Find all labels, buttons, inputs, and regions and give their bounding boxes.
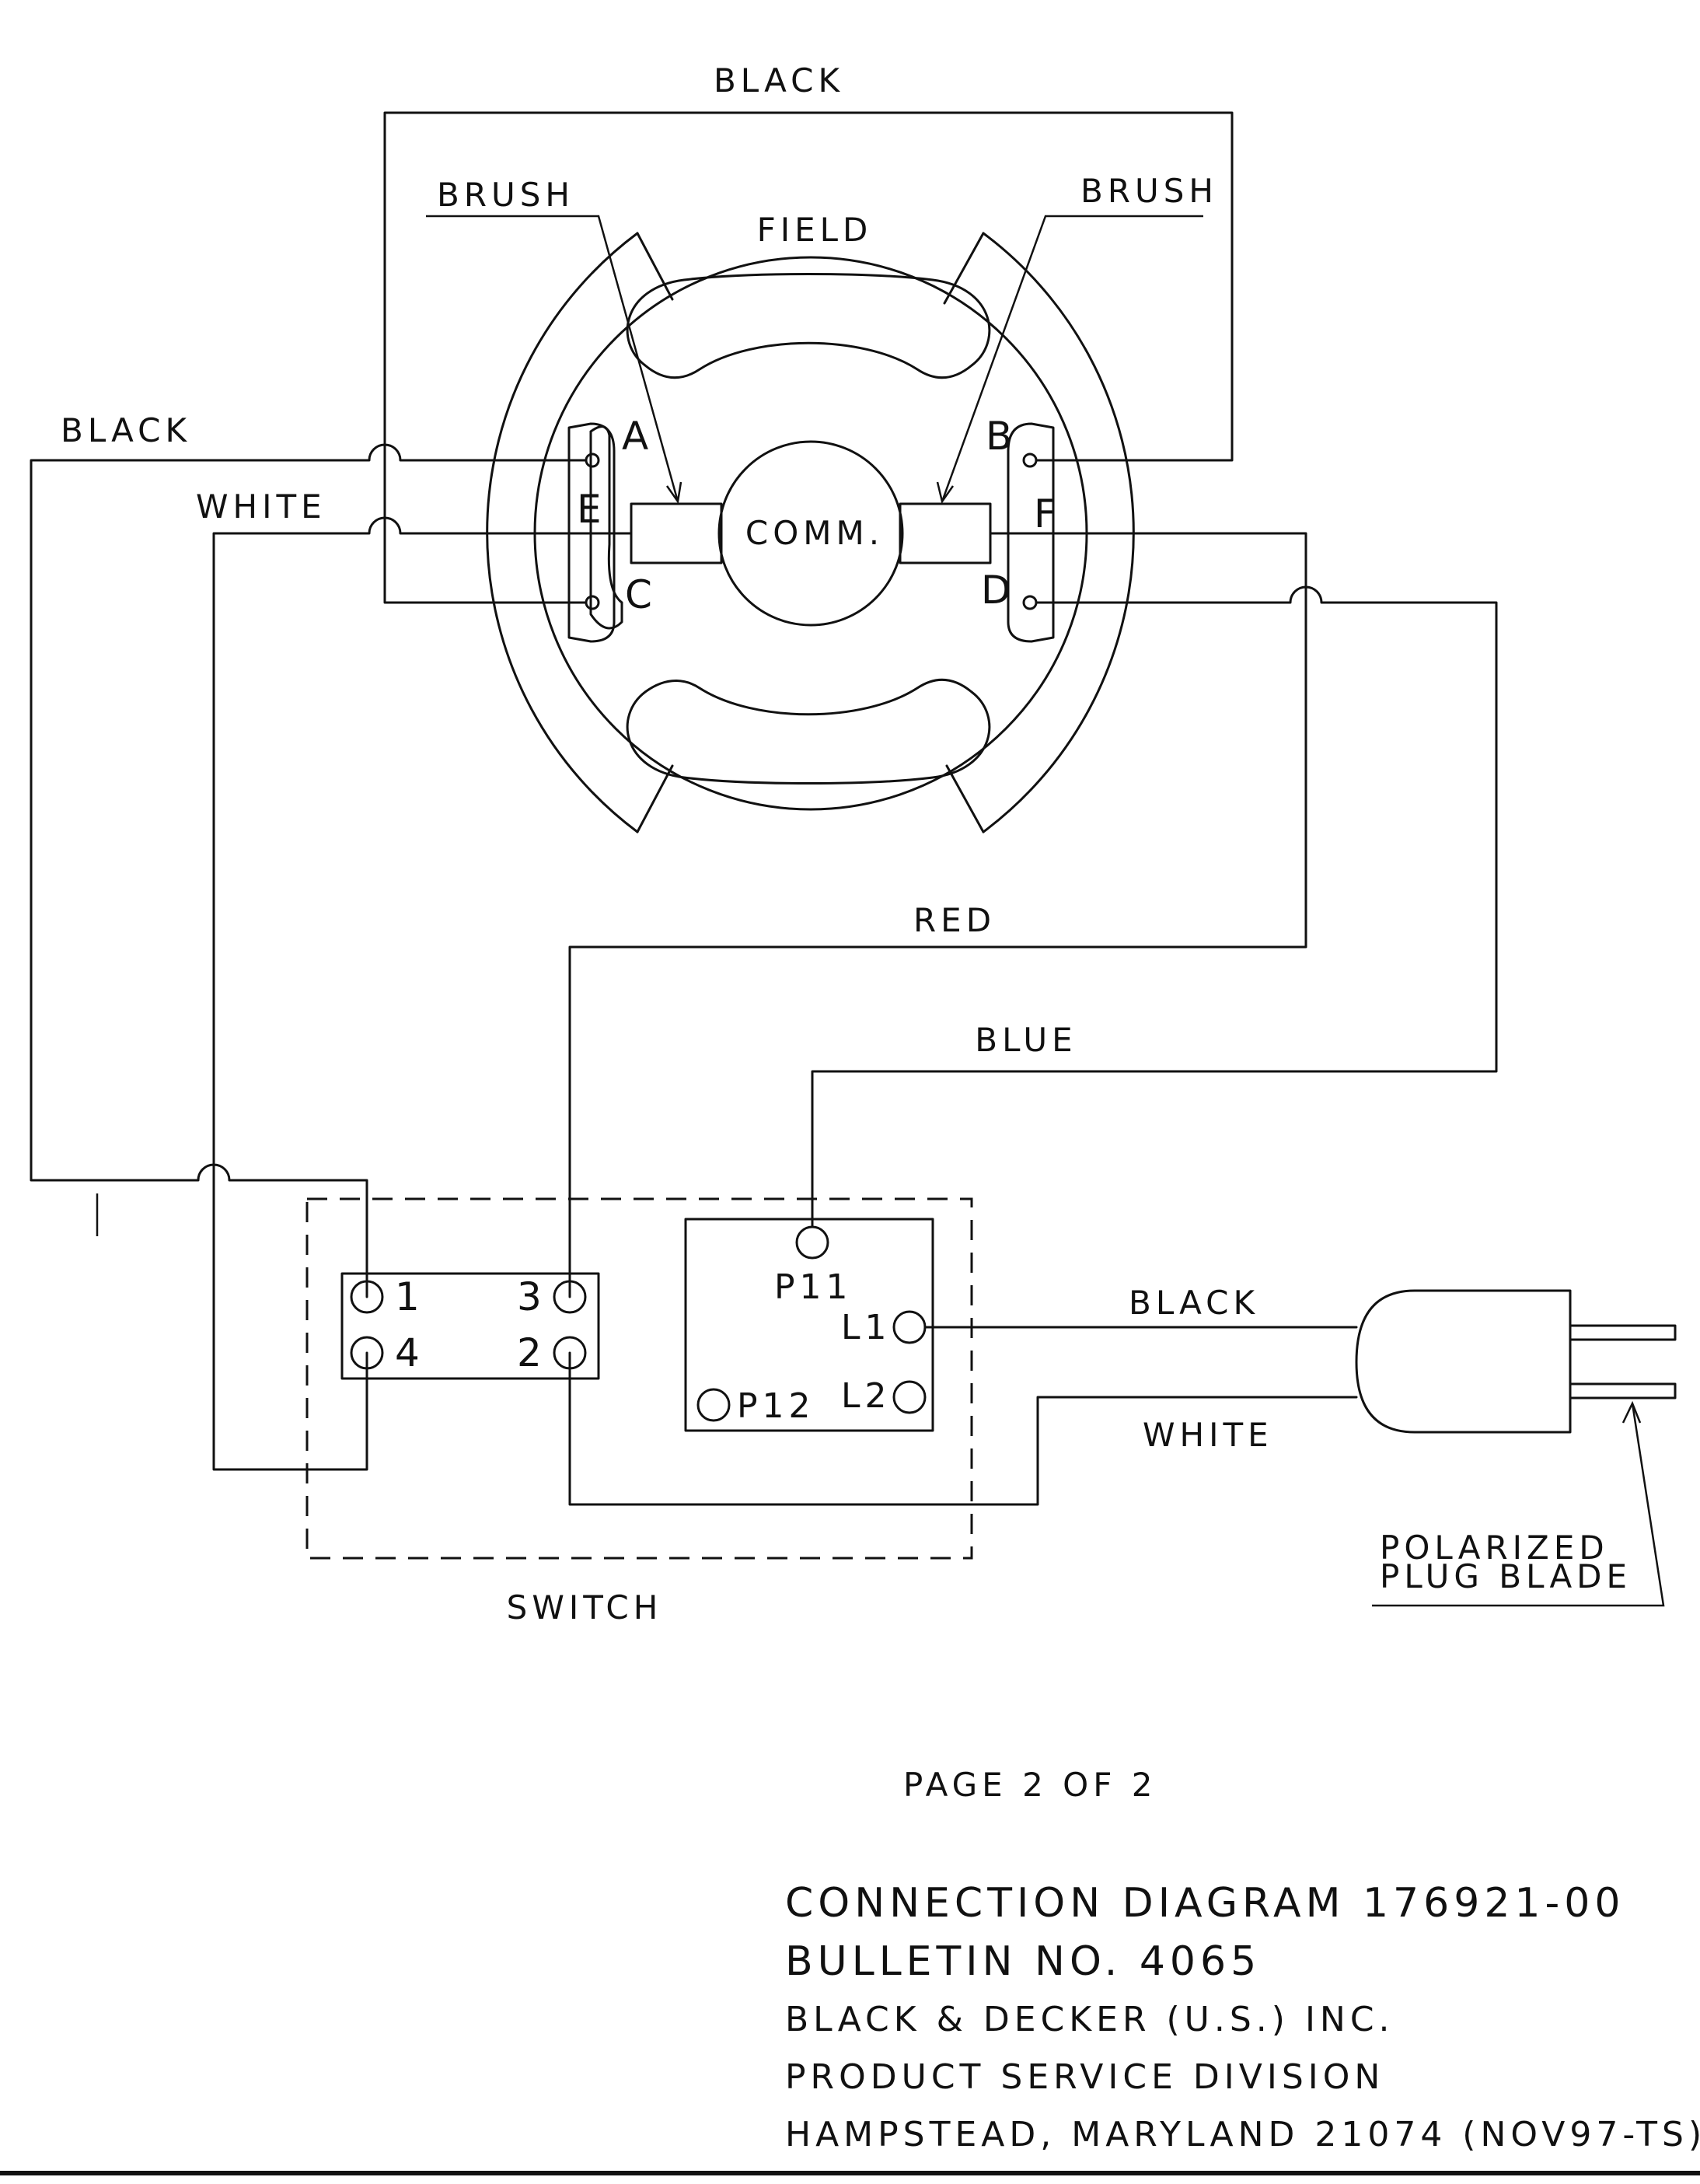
control-module xyxy=(684,1218,934,1432)
label-brush-right: BRUSH xyxy=(1080,172,1218,210)
label-switch: SWITCH xyxy=(507,1588,663,1627)
field-coil-top xyxy=(626,273,991,379)
terminal-l2 xyxy=(892,1380,927,1414)
label-term-d: D xyxy=(981,568,1016,613)
terminal-l2-label: L2 xyxy=(841,1376,892,1416)
label-field: FIELD xyxy=(757,211,873,249)
title-line-2: BULLETIN NO. 4065 xyxy=(785,1938,1261,1985)
label-black-left: BLACK xyxy=(61,411,191,449)
switch-terminal-4-label: 4 xyxy=(395,1330,424,1375)
switch-terminal-3 xyxy=(553,1280,587,1314)
terminal-l1-label: L1 xyxy=(841,1308,892,1347)
brush-right-leader xyxy=(941,215,1203,502)
wire-red xyxy=(568,532,1307,1298)
switch-terminal-2 xyxy=(553,1336,587,1370)
terminal-p11-label: P11 xyxy=(774,1267,853,1307)
wire-black-left xyxy=(30,443,588,1298)
switch-terminal-1-label: 1 xyxy=(395,1274,424,1319)
polarized-arrowhead xyxy=(1621,1400,1642,1424)
label-white-left: WHITE xyxy=(196,487,326,526)
label-blue: BLUE xyxy=(975,1021,1077,1059)
label-polarized-2: PLUG BLADE xyxy=(1380,1557,1632,1595)
label-white-cord: WHITE xyxy=(1143,1416,1273,1454)
brush-left xyxy=(630,502,723,564)
switch-terminal-4 xyxy=(350,1336,384,1370)
plug-blade-top xyxy=(1569,1324,1677,1341)
terminal-block-right-outline xyxy=(1007,422,1055,643)
wire-black-top xyxy=(383,111,1234,604)
plug-body xyxy=(1355,1289,1572,1434)
title-line-4: PRODUCT SERVICE DIVISION xyxy=(785,2057,1384,2097)
wire-white-left xyxy=(212,516,633,1471)
terminal-p12 xyxy=(696,1388,731,1422)
title-line-3: BLACK & DECKER (U.S.) INC. xyxy=(785,2000,1395,2039)
field-coil-bottom xyxy=(626,678,991,784)
title-block: PAGE 2 OF 2 CONNECTION DIAGRAM 176921-00… xyxy=(785,1766,1700,2154)
brush-left-leader xyxy=(426,215,679,502)
switch-terminal-1 xyxy=(350,1280,384,1314)
commutator xyxy=(717,440,904,627)
title-line-1: CONNECTION DIAGRAM 176921-00 xyxy=(785,1880,1625,1927)
switch-terminal-block xyxy=(340,1272,600,1380)
polarized-leader xyxy=(1372,1403,1665,1607)
label-brush-left: BRUSH xyxy=(437,176,574,214)
switch-terminal-3-label: 3 xyxy=(517,1274,546,1319)
label-term-b: B xyxy=(986,414,1017,459)
terminal-p11 xyxy=(795,1225,829,1260)
wiring xyxy=(30,111,1498,1506)
comm-label: COMM. xyxy=(745,514,884,552)
wire-white-cord xyxy=(568,1351,1358,1506)
label-term-e: E xyxy=(577,487,606,532)
label-term-c: C xyxy=(625,572,657,617)
switch-housing-dashed xyxy=(305,1197,973,1560)
title-line-5: HAMPSTEAD, MARYLAND 21074 (NOV97-TS) xyxy=(785,2115,1700,2154)
terminal-l1 xyxy=(892,1310,927,1344)
brush-right-arrow xyxy=(936,481,955,504)
brush-left-arrow xyxy=(665,481,682,505)
brush-right xyxy=(899,502,992,564)
label-term-a: A xyxy=(622,414,653,459)
terminal-p12-label: P12 xyxy=(737,1386,815,1426)
label-black-cord: BLACK xyxy=(1129,1284,1259,1322)
label-red: RED xyxy=(913,901,996,939)
page-number: PAGE 2 OF 2 xyxy=(903,1766,1157,1804)
switch-assembly: 1 4 3 2 P11 L1 L2 P12 xyxy=(305,1197,973,1560)
label-polarized-1: POLARIZED xyxy=(1380,1529,1609,1567)
label-black-top: BLACK xyxy=(714,61,844,100)
plug xyxy=(1355,1289,1677,1607)
wire-blue xyxy=(811,585,1498,1228)
label-term-f: F xyxy=(1034,491,1061,536)
terminal-block-left-outline xyxy=(567,422,616,643)
plug-blade-bottom xyxy=(1569,1382,1677,1400)
switch-terminal-2-label: 2 xyxy=(517,1330,546,1375)
